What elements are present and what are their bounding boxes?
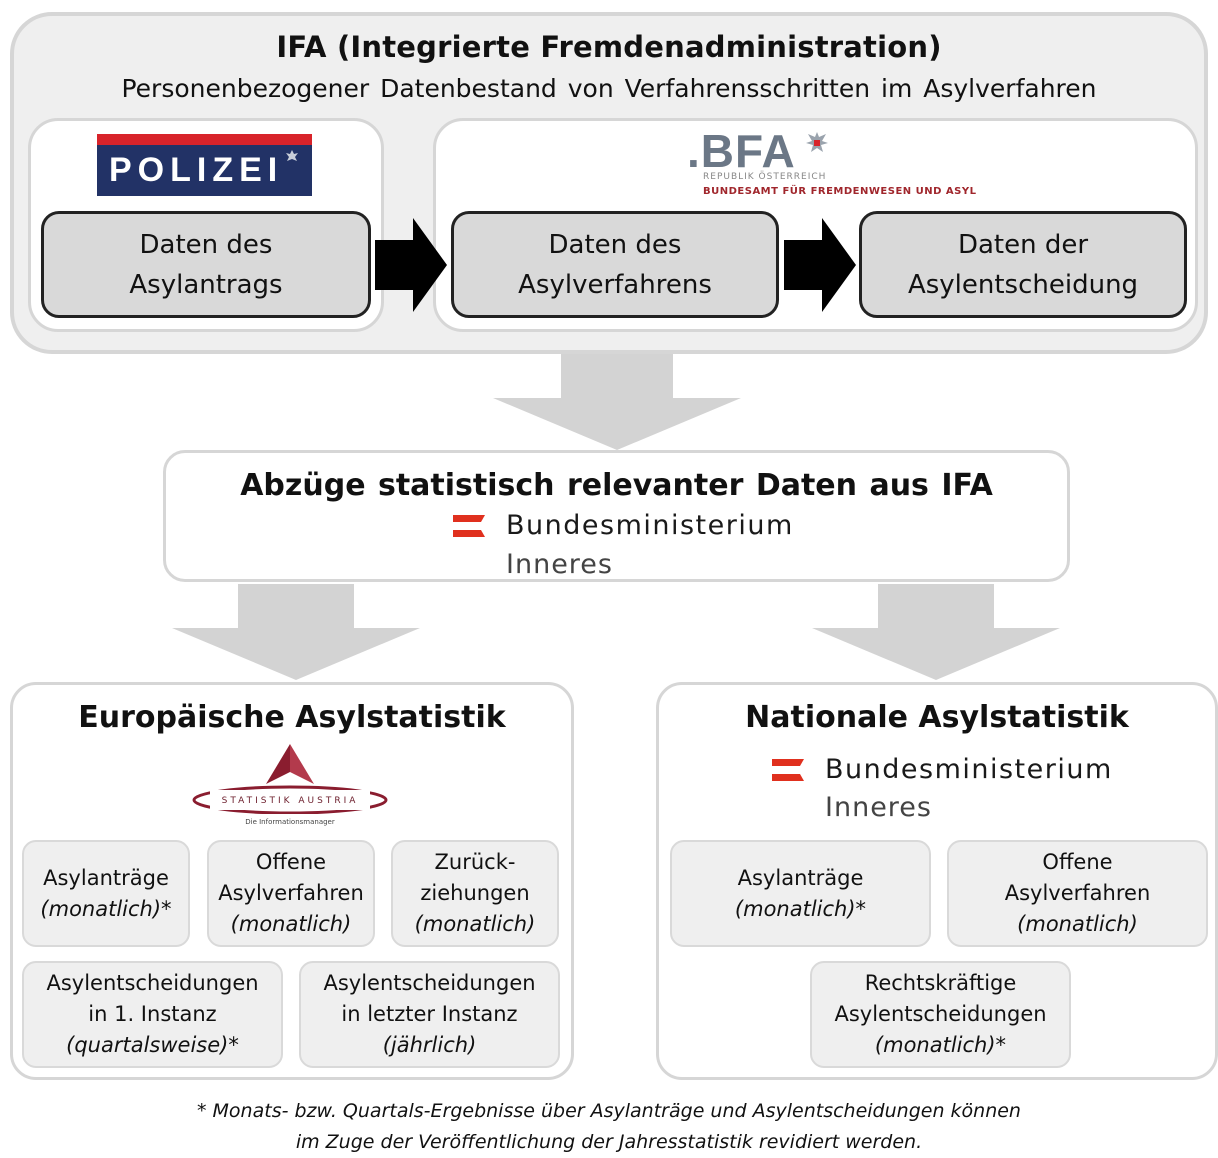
ministry-name: Bundesministerium xyxy=(506,510,794,541)
footnote: * Monats- bzw. Quartals-Ergebnisse über … xyxy=(0,1096,1218,1158)
eu-item-first-instance-decisions: Asylentscheidungen in 1. Instanz (quarta… xyxy=(22,961,283,1068)
eu-item-open-procedures: Offene Asylverfahren (monatlich) xyxy=(207,840,375,947)
footnote-line1: * Monats- bzw. Quartals-Ergebnisse über … xyxy=(197,1100,1021,1122)
statistik-austria-emblem-icon xyxy=(192,744,388,814)
eu-item-withdrawals: Zurück- ziehungen (monatlich) xyxy=(391,840,559,947)
statistik-austria-tagline: Die Informationsmanager xyxy=(245,818,335,826)
step-label-line1: Daten des xyxy=(139,229,273,260)
step-label-line2: Asylverfahrens xyxy=(518,269,712,300)
ministry-sub: Inneres xyxy=(825,792,932,823)
police-logo-stripe xyxy=(97,134,312,145)
eagle-icon xyxy=(286,150,299,161)
ministry-sub: Inneres xyxy=(506,549,613,580)
ministry-name: Bundesministerium xyxy=(825,754,1113,785)
national-item-open-procedures: Offene Asylverfahren (monatlich) xyxy=(947,840,1208,947)
bfa-logo: .BFA xyxy=(687,125,796,177)
bfa-logo-republic: REPUBLIK ÖSTERREICH xyxy=(703,172,827,182)
ifa-title: IFA (Integrierte Fremdenadministration) xyxy=(276,30,942,64)
down-arrow xyxy=(172,584,420,680)
step-label-line1: Daten des xyxy=(548,229,682,260)
ifa-subtitle: Personenbezogener Datenbestand von Verfa… xyxy=(121,74,1097,103)
data-extraction-title: Abzüge statistisch relevanter Daten aus … xyxy=(240,468,993,503)
ministry-logo-icon xyxy=(453,515,485,537)
step-label-line2: Asylentscheidung xyxy=(907,269,1139,300)
national-item-applications: Asylanträge (monatlich)* xyxy=(670,840,931,947)
police-logo-text: POLIZEI xyxy=(109,151,284,189)
bfa-logo-name: BUNDESAMT FÜR FREMDENWESEN UND ASYL xyxy=(703,186,977,197)
eu-item-final-instance-decisions: Asylentscheidungen in letzter Instanz (j… xyxy=(299,961,560,1068)
down-arrow xyxy=(812,584,1060,680)
statistik-austria-logo-text: STATISTIK AUSTRIA xyxy=(221,796,359,806)
statistik-austria-logo: STATISTIK AUSTRIA Die Informationsmanage… xyxy=(190,742,390,832)
national-item-final-decisions: Rechtskräftige Asylentscheidungen (monat… xyxy=(810,961,1071,1068)
european-statistics-title: Europäische Asylstatistik xyxy=(78,700,506,735)
data-extraction-box xyxy=(163,450,1070,582)
eagle-icon xyxy=(806,132,828,152)
step-label-line1: Daten der xyxy=(957,229,1089,260)
down-arrow xyxy=(493,354,741,450)
eu-item-applications: Asylanträge (monatlich)* xyxy=(22,840,190,947)
step-label-line2: Asylantrags xyxy=(129,269,283,300)
flow-arrow-right xyxy=(784,218,856,312)
flow-arrow-right xyxy=(375,218,447,312)
police-logo: POLIZEI xyxy=(97,145,312,196)
footnote-line2: im Zuge der Veröffentlichung der Jahress… xyxy=(295,1131,923,1153)
ministry-logo-icon xyxy=(772,759,804,781)
national-statistics-title: Nationale Asylstatistik xyxy=(745,700,1129,735)
